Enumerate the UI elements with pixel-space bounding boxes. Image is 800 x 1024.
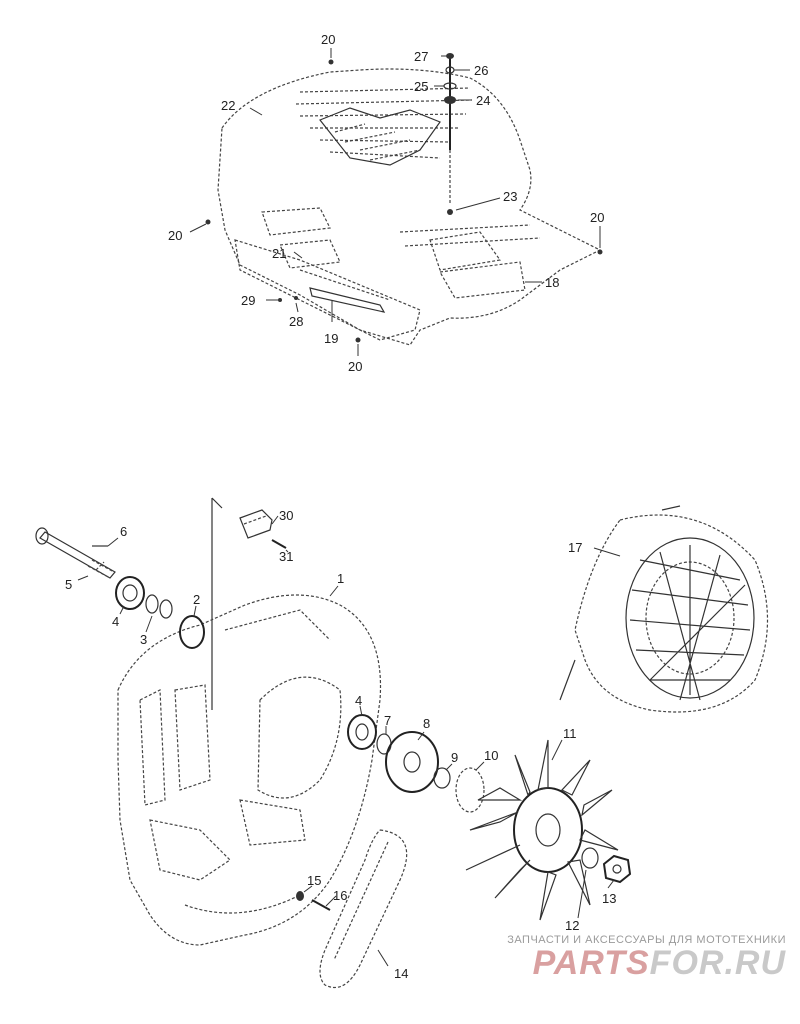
housing-outline bbox=[117, 594, 382, 946]
callout-27: 27 bbox=[414, 49, 428, 64]
watermark-logo-part1: PARTS bbox=[532, 944, 650, 982]
engine-shroud-assembly bbox=[205, 53, 603, 346]
callout-17: 17 bbox=[568, 540, 582, 555]
site-watermark: ЗАПЧАСТИ И АКСЕССУАРЫ ДЛЯ МОТОТЕХНИКИ PA… bbox=[507, 934, 786, 980]
shaft-5 bbox=[39, 531, 116, 579]
bolt-head-27 bbox=[446, 53, 454, 59]
callout-3: 3 bbox=[140, 632, 147, 647]
fan-cover-17 bbox=[559, 505, 769, 713]
callout-9: 9 bbox=[451, 750, 458, 765]
shroud-grille bbox=[319, 107, 441, 166]
lower-duct bbox=[234, 239, 421, 341]
ring-3b bbox=[159, 599, 173, 619]
clip-30 bbox=[239, 509, 273, 539]
callout-30: 30 bbox=[279, 508, 293, 523]
callout-7: 7 bbox=[384, 713, 391, 728]
spacer-9 bbox=[433, 767, 451, 789]
callout-20-top: 20 bbox=[321, 32, 335, 47]
screw-31 bbox=[271, 539, 287, 549]
washer-29 bbox=[278, 298, 282, 302]
callout-28: 28 bbox=[289, 314, 303, 329]
washer-7 bbox=[376, 733, 392, 755]
callout-20-right: 20 bbox=[590, 210, 604, 225]
bolt-23 bbox=[447, 209, 453, 215]
callout-16: 16 bbox=[333, 888, 347, 903]
callout-20-bottom: 20 bbox=[348, 359, 362, 374]
callout-20-left: 20 bbox=[168, 228, 182, 243]
callout-31: 31 bbox=[279, 549, 293, 564]
watermark-logo-part2: FOR.RU bbox=[649, 944, 786, 982]
ring-3a bbox=[145, 594, 159, 614]
bearing-4-upper bbox=[115, 576, 145, 610]
callout-21: 21 bbox=[272, 246, 286, 261]
callout-1: 1 bbox=[337, 571, 344, 586]
screw-20-top bbox=[328, 59, 334, 65]
callout-2: 2 bbox=[193, 592, 200, 607]
fan-11 bbox=[465, 739, 619, 921]
shroud-outline bbox=[217, 68, 602, 346]
callout-13: 13 bbox=[602, 891, 616, 906]
screw-28 bbox=[294, 296, 298, 300]
screw-20-left bbox=[205, 219, 211, 225]
grommet-24 bbox=[444, 96, 456, 104]
callout-5: 5 bbox=[65, 577, 72, 592]
callout-19: 19 bbox=[324, 331, 338, 346]
callout-6: 6 bbox=[120, 524, 127, 539]
mount-bracket bbox=[211, 497, 223, 710]
screw-20-bottom bbox=[355, 337, 361, 343]
callout-15: 15 bbox=[307, 873, 321, 888]
seal-2 bbox=[179, 615, 205, 649]
shroud-top-ribs bbox=[295, 87, 473, 159]
pulley-disk-8 bbox=[385, 731, 439, 793]
leader-lines bbox=[77, 48, 621, 967]
callout-24: 24 bbox=[476, 93, 490, 108]
callout-25: 25 bbox=[414, 79, 428, 94]
callout-23: 23 bbox=[503, 189, 517, 204]
hub-10 bbox=[455, 767, 485, 813]
callout-8: 8 bbox=[423, 716, 430, 731]
bolt-16 bbox=[311, 899, 331, 911]
callout-labels: 20 27 26 25 24 22 23 20 20 21 18 29 28 1… bbox=[65, 32, 616, 981]
screw-20-right bbox=[597, 249, 603, 255]
nut-13 bbox=[602, 854, 632, 884]
callout-12: 12 bbox=[565, 918, 579, 933]
callout-18: 18 bbox=[545, 275, 559, 290]
callout-4-lower: 4 bbox=[355, 693, 362, 708]
washer-12 bbox=[581, 847, 599, 869]
callout-22: 22 bbox=[221, 98, 235, 113]
watermark-caption: ЗАПЧАСТИ И АКСЕССУАРЫ ДЛЯ МОТОТЕХНИКИ bbox=[507, 934, 786, 946]
callout-4-upper: 4 bbox=[112, 614, 119, 629]
callout-14: 14 bbox=[394, 966, 408, 981]
callout-29: 29 bbox=[241, 293, 255, 308]
washer-15 bbox=[296, 891, 304, 901]
callout-26: 26 bbox=[474, 63, 488, 78]
belt-14 bbox=[319, 829, 408, 989]
callout-10: 10 bbox=[484, 748, 498, 763]
watermark-logo: PARTSFOR.RU bbox=[507, 946, 786, 980]
crankcase-cover-assembly bbox=[35, 497, 769, 989]
bearing-4-lower bbox=[347, 714, 377, 750]
callout-11: 11 bbox=[563, 726, 577, 741]
